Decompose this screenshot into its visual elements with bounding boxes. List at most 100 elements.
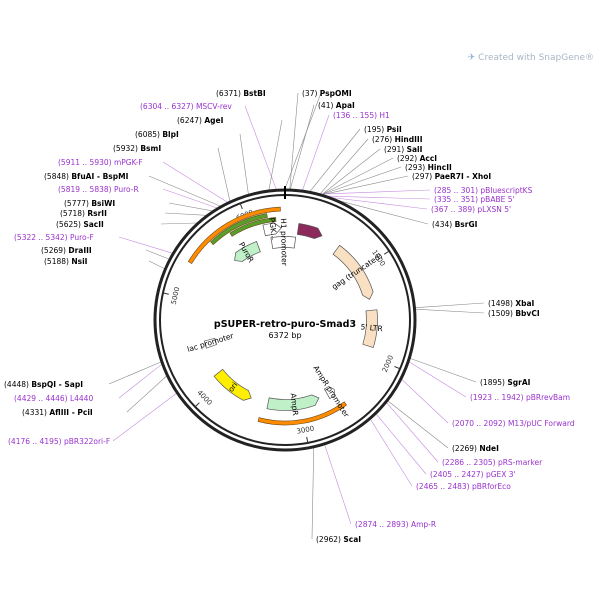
site-label[interactable]: (5777) BsiWI bbox=[64, 199, 115, 208]
site-name: BstBI bbox=[243, 89, 265, 98]
feature-gag-truncated-arrow[interactable] bbox=[332, 244, 374, 300]
primer-arc bbox=[229, 217, 277, 237]
site-label[interactable]: (5718) RsrII bbox=[60, 209, 107, 218]
site-label[interactable]: (5625) SacII bbox=[56, 220, 104, 229]
site-label[interactable]: (2405 .. 2427) pGEX 3' bbox=[430, 470, 516, 479]
site-label[interactable]: (5819 .. 5838) Puro-R bbox=[58, 185, 139, 194]
feature-lac-promoter-arrow[interactable] bbox=[203, 337, 218, 349]
site-label[interactable]: (37) PspOMI bbox=[302, 89, 352, 98]
site-label[interactable]: (5911 .. 5930) mPGK-F bbox=[58, 158, 143, 167]
feature-feature-arrow[interactable] bbox=[296, 223, 323, 239]
site-label[interactable]: (434) BsrGI bbox=[432, 220, 478, 229]
site-leader-line bbox=[239, 133, 249, 195]
site-label[interactable]: (2269) NdeI bbox=[452, 444, 499, 453]
site-leader-line bbox=[290, 104, 315, 190]
site-label[interactable]: (2070 .. 2092) M13/pUC Forward bbox=[452, 419, 575, 428]
tick-mark bbox=[306, 436, 309, 444]
snapgene-logo-icon: ✈ bbox=[467, 53, 476, 63]
site-label[interactable]: (4176 .. 4195) pBR322ori-F bbox=[8, 437, 110, 446]
site-label[interactable]: (293) HincII bbox=[405, 163, 452, 172]
site-position: (195) bbox=[364, 125, 384, 134]
site-label[interactable]: (6371) BstBI bbox=[216, 89, 266, 98]
site-name: BspQI - SapI bbox=[31, 380, 83, 389]
feature-pgk-arrow[interactable] bbox=[262, 222, 282, 237]
site-label[interactable]: (6247) AgeI bbox=[177, 116, 224, 125]
site-name: M13/pUC Forward bbox=[508, 419, 575, 428]
site-label[interactable]: (136 .. 155) H1 bbox=[333, 111, 390, 120]
site-name: Puro-F bbox=[70, 233, 94, 242]
site-label[interactable]: (291) SalI bbox=[384, 145, 423, 154]
site-label[interactable]: (367 .. 389) pLXSN 5' bbox=[431, 205, 511, 214]
site-label[interactable]: (5848) BfuAI - BspMI bbox=[44, 172, 129, 181]
site-leader-line bbox=[331, 197, 428, 210]
site-leader-line bbox=[148, 175, 221, 207]
site-name: SalI bbox=[407, 145, 423, 154]
site-label[interactable]: (41) ApaI bbox=[318, 101, 355, 110]
site-position: (5188) bbox=[44, 257, 69, 266]
site-leader-line bbox=[339, 200, 429, 225]
feature-h1-promoter-arrow[interactable] bbox=[270, 236, 297, 249]
site-name: BsmI bbox=[140, 144, 161, 153]
site-position: (5848) bbox=[44, 172, 69, 181]
site-name: SgrAI bbox=[507, 378, 530, 387]
site-leader-line bbox=[148, 260, 165, 269]
tick-mark bbox=[383, 250, 391, 255]
site-label[interactable]: (292) AccI bbox=[397, 154, 437, 163]
site-label[interactable]: (4429 .. 4446) L4440 bbox=[14, 394, 93, 403]
site-label[interactable]: (5269) DraIII bbox=[41, 246, 92, 255]
site-leader-line bbox=[319, 138, 369, 194]
site-label[interactable]: (297) PaeR7I - XhoI bbox=[412, 172, 491, 181]
site-leader-line bbox=[112, 393, 177, 442]
feature-ampr-arrow[interactable] bbox=[266, 394, 320, 411]
watermark-text: Created with SnapGene® bbox=[478, 53, 594, 63]
site-label[interactable]: (1498) XbaI bbox=[488, 299, 535, 308]
site-label[interactable]: (4448) BspQI - SapI bbox=[4, 380, 83, 389]
site-position: (5932) bbox=[113, 144, 138, 153]
tick-mark bbox=[161, 292, 169, 295]
site-leader-line bbox=[284, 92, 322, 190]
site-leader-line bbox=[309, 128, 361, 192]
site-name: RsrII bbox=[87, 209, 107, 218]
site-name: Amp-R bbox=[411, 520, 436, 529]
site-position: (5911 .. 5930) bbox=[58, 158, 112, 167]
site-label[interactable]: (2286 .. 2305) pRS-marker bbox=[442, 458, 543, 467]
site-label[interactable]: (335 .. 351) pBABE 5' bbox=[434, 195, 515, 204]
site-label[interactable]: (6085) BlpI bbox=[135, 130, 179, 139]
site-label[interactable]: (276) HindIII bbox=[372, 135, 423, 144]
site-label[interactable]: (1923 .. 1942) pBRrevBam bbox=[470, 393, 570, 402]
site-label[interactable]: (2465 .. 2483) pBRforEco bbox=[416, 482, 511, 491]
feature-5-ltr-arrow[interactable] bbox=[362, 309, 378, 349]
site-label[interactable]: (285 .. 301) pBluescriptKS bbox=[434, 186, 533, 195]
site-label[interactable]: (4331) AflIII - PciI bbox=[22, 408, 93, 417]
site-position: (5718) bbox=[60, 209, 85, 218]
feature-ori-arrow[interactable] bbox=[213, 368, 252, 401]
site-name: DraIII bbox=[68, 246, 92, 255]
site-label[interactable]: (1895) SgrAI bbox=[480, 378, 531, 387]
site-label[interactable]: (5932) BsmI bbox=[113, 144, 161, 153]
site-label[interactable]: (5322 .. 5342) Puro-F bbox=[14, 233, 94, 242]
site-label[interactable]: (2874 .. 2893) Amp-R bbox=[355, 520, 436, 529]
site-leader-line bbox=[164, 212, 207, 216]
site-name: pBR322ori-F bbox=[64, 437, 110, 446]
site-position: (285 .. 301) bbox=[434, 186, 478, 195]
site-position: (2465 .. 2483) bbox=[416, 482, 470, 491]
site-label[interactable]: (195) PsiI bbox=[364, 125, 402, 134]
feature-h1-promoter-label: H1 promoter bbox=[279, 218, 289, 267]
feature-5-ltr-label: 5' LTR bbox=[360, 322, 383, 333]
site-leader-line bbox=[311, 447, 314, 540]
tick-mark bbox=[194, 402, 200, 408]
site-position: (276) bbox=[372, 135, 392, 144]
feature-ampr-promoter-arrow[interactable] bbox=[323, 385, 336, 400]
site-position: (2962) bbox=[316, 535, 341, 544]
site-leader-line bbox=[268, 119, 283, 191]
site-label[interactable]: (5188) NsiI bbox=[44, 257, 88, 266]
site-label[interactable]: (6304 .. 6327) MSCV-rev bbox=[140, 102, 232, 111]
site-position: (293) bbox=[405, 163, 425, 172]
feature-puror-arrow[interactable] bbox=[234, 241, 261, 262]
site-position: (41) bbox=[318, 101, 333, 110]
site-label[interactable]: (2962) ScaI bbox=[316, 535, 361, 544]
site-leader-line bbox=[370, 419, 413, 487]
site-label[interactable]: (1509) BbvCI bbox=[488, 309, 540, 318]
feature-lac-promoter-label: lac promoter bbox=[186, 331, 235, 354]
site-name: NdeI bbox=[479, 444, 499, 453]
